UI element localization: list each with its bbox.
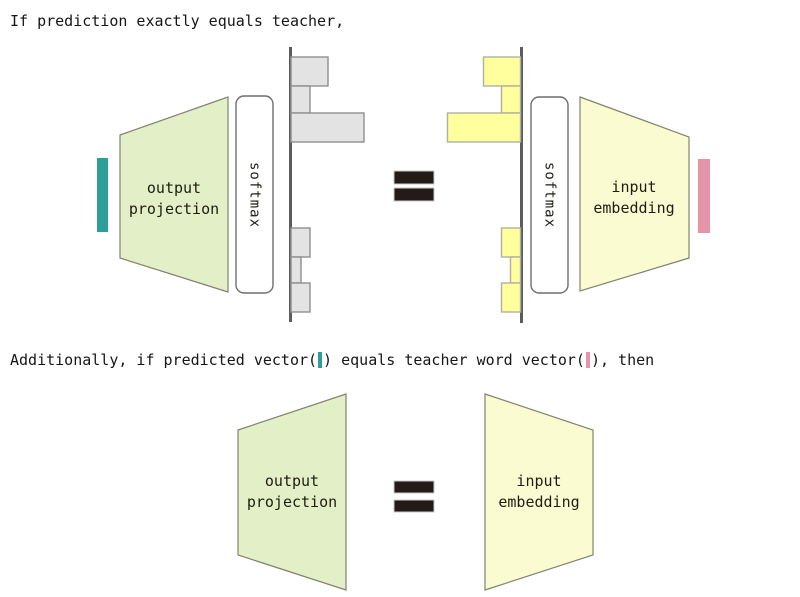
histogram-bar: [509, 256, 522, 284]
output-projection-shape: [119, 96, 229, 293]
histogram-bar: [290, 227, 311, 258]
histogram-bar: [482, 56, 522, 87]
teacher-vector-inline-icon: [585, 352, 590, 368]
histogram-bar: [500, 282, 522, 313]
caption-middle: Additionally, if predicted vector( ) equa…: [10, 351, 654, 370]
output-projection-label-bottom: output projection: [246, 472, 338, 511]
input-embedding-label: input embedding: [593, 178, 675, 217]
histogram-bar: [290, 85, 311, 114]
softmax-box-left: [235, 95, 274, 294]
histogram-bar: [500, 85, 522, 114]
histogram-bar: [500, 227, 522, 258]
softmax-box-right: [530, 96, 569, 294]
caption-middle-part2: ) equals teacher word vector(: [323, 351, 585, 369]
caption-middle-part3: ), then: [590, 351, 655, 369]
softmax-label-right: softmax: [541, 161, 558, 229]
input-embedding-label-bottom: input embedding: [498, 472, 580, 511]
equals-icon-bottom: [393, 480, 435, 513]
equals-bar: [393, 170, 435, 185]
equals-bar: [393, 499, 435, 513]
histogram-bar: [290, 256, 302, 284]
prediction-histogram: [290, 56, 365, 313]
predicted-vector-inline-icon: [318, 352, 323, 368]
caption-middle-part1: Additionally, if predicted vector(: [10, 351, 318, 369]
equals-bar: [393, 480, 435, 494]
predicted-vector-bar: [97, 158, 108, 232]
caption-top: If prediction exactly equals teacher,: [10, 12, 345, 30]
histogram-bar: [290, 56, 329, 87]
output-projection-shape-bottom: [237, 393, 347, 591]
histogram-bar: [290, 112, 365, 143]
input-embedding-shape: [579, 96, 690, 292]
softmax-label-left: softmax: [246, 161, 263, 229]
histogram-bar: [290, 282, 311, 313]
equals-icon-top: [393, 170, 435, 202]
teacher-histogram: [446, 56, 522, 313]
teacher-vector-bar: [698, 159, 710, 233]
histogram-bar: [446, 112, 522, 143]
input-embedding-shape-bottom: [484, 393, 594, 591]
equals-bar: [393, 187, 435, 202]
output-projection-label: output projection: [128, 179, 220, 218]
